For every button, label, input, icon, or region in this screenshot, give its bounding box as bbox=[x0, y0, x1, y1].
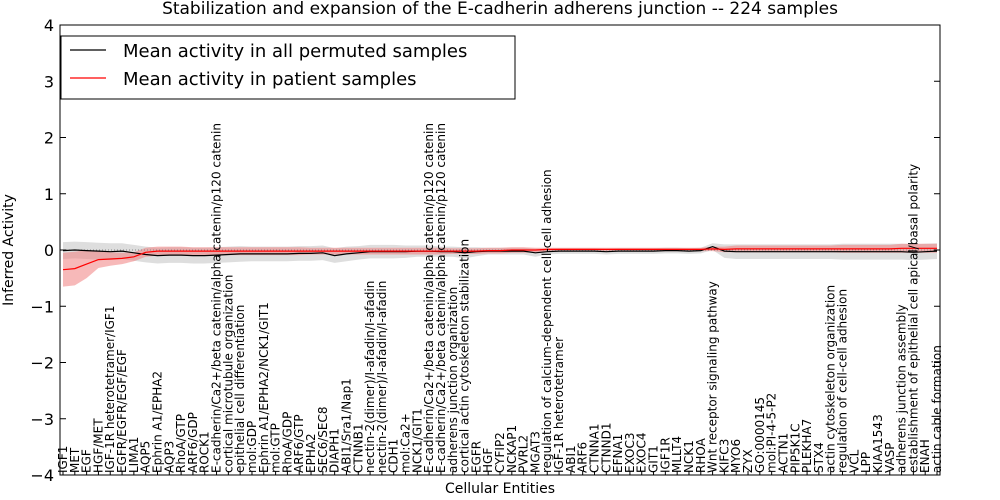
category-label: PLEKHA7 bbox=[800, 419, 814, 473]
category-label: NCKAP1 bbox=[505, 425, 519, 473]
category-label: EPHA2 bbox=[304, 433, 318, 473]
category-label: EXOC3 bbox=[623, 433, 637, 474]
category-label: KIFC3 bbox=[717, 439, 731, 473]
category-label: STX4 bbox=[812, 442, 826, 473]
category-label: ARF6 bbox=[576, 442, 590, 473]
category-label: NCK1 bbox=[682, 440, 696, 473]
category-label: IGF-1R heterotetramer bbox=[552, 337, 566, 473]
y-tick-label: 2 bbox=[44, 129, 54, 148]
category-label: mol:PI-4-5-P2 bbox=[765, 393, 779, 473]
category-label: actin cytoskeleton organization bbox=[824, 285, 838, 473]
category-label: epithelial cell differentiation bbox=[233, 305, 247, 473]
category-label: mol:Ca2+ bbox=[399, 413, 413, 473]
category-label: ROCK1 bbox=[198, 431, 212, 473]
category-label: ZYX bbox=[741, 449, 755, 473]
legend-label-patient: Mean activity in patient samples bbox=[123, 69, 417, 90]
category-label: ABI1/Sra1/Nap1 bbox=[340, 378, 354, 473]
category-label: AQP3 bbox=[162, 441, 176, 473]
chart-title: Stabilization and expansion of the E-cad… bbox=[162, 0, 838, 19]
category-label: LIMA1 bbox=[127, 437, 141, 473]
category-label: CTNNA1 bbox=[588, 423, 602, 473]
series-lines bbox=[62, 245, 938, 271]
category-label: Ephrin A1/EPHA2 bbox=[151, 371, 165, 473]
category-label: RhoA/GTP bbox=[174, 414, 188, 473]
category-label: ACTN1 bbox=[777, 433, 791, 473]
category-label: mol:GTP bbox=[269, 423, 283, 473]
category-label: ABI1 bbox=[564, 445, 578, 473]
category-label: adherens junction organization bbox=[446, 287, 460, 473]
category-label: LPP bbox=[859, 452, 873, 473]
category-label: mol:GDP bbox=[245, 421, 259, 473]
category-label: ARF6/GTP bbox=[292, 414, 306, 473]
category-label: GO:0000145 bbox=[753, 397, 767, 473]
category-label: Ephrin A1/EPHA2/NCK1/GIT1 bbox=[257, 302, 271, 473]
category-label: adherens junction assembly bbox=[895, 304, 909, 473]
category-label: EXOC4 bbox=[635, 433, 649, 474]
category-label: MYO6 bbox=[729, 439, 743, 473]
legend-box bbox=[60, 35, 516, 100]
y-axis: 4 3 2 1 0 −1 −2 −3 −4 bbox=[30, 16, 940, 485]
x-axis-ticks bbox=[62, 471, 938, 475]
patient-mean-line bbox=[62, 247, 937, 271]
category-label: AQP5 bbox=[139, 441, 153, 473]
category-label: NCK1/GIT1 bbox=[410, 408, 424, 473]
category-label: E-cadherin/Ca2+/beta catenin/alpha caten… bbox=[210, 123, 224, 473]
category-label: EFNA1 bbox=[611, 434, 625, 473]
y-tick-label: 1 bbox=[44, 185, 54, 204]
category-label: CTNNB1 bbox=[351, 423, 365, 473]
category-label: nectin-2(dimer)/I-afadin/I-afadin bbox=[363, 281, 377, 473]
category-label: IGF-1R heterotetramer/IGF1 bbox=[103, 306, 117, 473]
category-label: EGFR/EGFR/EGF/EGF bbox=[115, 349, 129, 473]
category-label: ARF6/GDP bbox=[186, 412, 200, 473]
category-label: HGF bbox=[481, 448, 495, 473]
y-tick-label: 3 bbox=[44, 72, 54, 91]
y-tick-label: −1 bbox=[30, 297, 54, 316]
y-tick-label: 4 bbox=[44, 16, 54, 35]
category-label: GIT1 bbox=[647, 445, 661, 473]
category-label: ENAH bbox=[918, 439, 932, 473]
category-label: MET bbox=[68, 447, 82, 473]
x-axis-label: Cellular Entities bbox=[445, 481, 555, 497]
category-label: RhoA/GDP bbox=[280, 412, 294, 473]
y-tick-label: −3 bbox=[30, 410, 54, 429]
y-tick-label: −2 bbox=[30, 354, 54, 373]
y-axis-label: Inferred Activity bbox=[1, 194, 17, 306]
category-label: EGFR bbox=[469, 441, 483, 473]
category-label: VASP bbox=[883, 442, 897, 473]
category-label: CTNND1 bbox=[599, 422, 613, 473]
category-label: PVRL2 bbox=[517, 435, 531, 473]
category-label: SEC6/SEC8 bbox=[316, 407, 330, 473]
category-label: RHOA bbox=[694, 437, 708, 473]
legend: Mean activity in all permuted samples Me… bbox=[60, 35, 516, 100]
legend-label-permuted: Mean activity in all permuted samples bbox=[123, 41, 467, 62]
category-label: KIAA1543 bbox=[871, 414, 885, 473]
y-tick-label: −4 bbox=[30, 466, 54, 485]
category-label: DIAPH1 bbox=[328, 428, 342, 473]
category-label: PIP5K1C bbox=[788, 423, 802, 473]
category-label: regulation of cell-cell adhesion bbox=[836, 289, 850, 473]
category-label: VCL bbox=[847, 449, 861, 473]
y-tick-label: 0 bbox=[44, 241, 54, 260]
category-label: cortical microtubule organization bbox=[221, 275, 235, 473]
category-label: EGF bbox=[80, 449, 94, 473]
category-label: HGF/MET bbox=[91, 418, 105, 473]
category-label: establishment of epithelial cell apical/… bbox=[906, 164, 920, 473]
category-label: E-cadherin/Ca2+/beta catenin/alpha caten… bbox=[434, 123, 448, 473]
category-label: Wnt receptor signaling pathway bbox=[706, 281, 720, 473]
category-label: regulation of calcium-dependent cell-cel… bbox=[540, 169, 554, 473]
category-label: IGF1R bbox=[658, 437, 672, 473]
category-label: actin cable formation bbox=[930, 345, 944, 473]
category-label: CYFIP2 bbox=[493, 432, 507, 473]
category-label: CDH1 bbox=[387, 439, 401, 473]
category-label: E-cadherin/Ca2+/beta catenin/alpha caten… bbox=[422, 123, 436, 473]
category-label: nectin-2(dimer)/I-afadin/I-afadin bbox=[375, 281, 389, 473]
category-label: cortical actin cytoskeleton stabilizatio… bbox=[458, 239, 472, 473]
category-label: MGAT3 bbox=[528, 431, 542, 473]
category-label: MLLT4 bbox=[670, 436, 684, 473]
